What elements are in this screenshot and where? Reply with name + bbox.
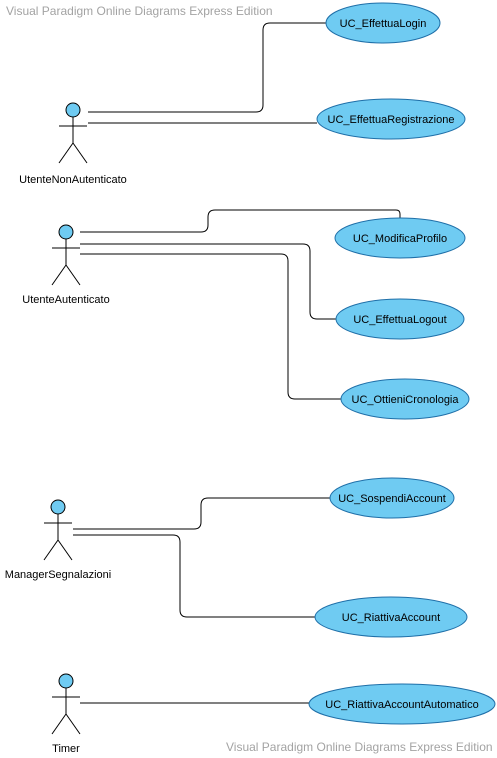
actor-label: ManagerSegnalazioni [5,569,111,581]
use-case-uc-sospendi-account[interactable]: UC_SospendiAccount [329,477,455,519]
use-case-label: UC_SospendiAccount [338,493,446,505]
association-manager-segnalazioni-to-uc-sospendi-account [73,497,330,530]
actor-left-leg-line [58,142,74,164]
use-case-uc-effettua-login[interactable]: UC_EffettuaLogin [325,2,441,44]
actor-right-leg-line [65,713,81,735]
actor-right-leg-line [57,539,73,561]
use-case-ellipse[interactable] [334,217,466,259]
use-case-uc-effettua-registrazione[interactable]: UC_EffettuaRegistrazione [316,98,466,140]
association-utente-autenticato-to-uc-modifica-profilo [80,209,401,233]
actors-group: UtenteNonAutenticatoUtenteAutenticatoMan… [5,102,127,755]
association-utente-non-autenticato-to-uc-effettua-login [88,22,327,113]
use-case-label: UC_EffettuaLogin [340,18,427,30]
actor-left-leg-line [51,264,67,286]
actor-right-leg-line [72,142,88,164]
actor-label: Timer [52,743,80,755]
use-case-ellipse[interactable] [340,378,470,420]
association-utente-autenticato-to-uc-ottieni-cronologia [80,253,341,400]
use-case-uc-riattiva-account[interactable]: UC_RiattivaAccount [314,596,468,638]
actor-head-icon [65,102,81,118]
use-case-label: UC_RiattivaAccountAutomatico [325,699,478,711]
watermark-bottom: Visual Paradigm Online Diagrams Express … [226,740,493,754]
use-case-uc-riattiva-account-automatico[interactable]: UC_RiattivaAccountAutomatico [308,683,496,725]
association-lines [73,22,401,704]
use-case-label: UC_OttieniCronologia [352,394,460,406]
actor-left-leg-line [43,539,59,561]
use-case-label: UC_EffettuaLogout [353,314,446,326]
use-case-label: UC_RiattivaAccount [342,612,440,624]
use-case-ellipse[interactable] [335,298,465,340]
association-utente-autenticato-to-uc-effettua-logout [80,243,336,320]
use-cases-group: UC_EffettuaLoginUC_EffettuaRegistrazione… [308,2,496,725]
use-case-label: UC_ModificaProfilo [353,233,447,245]
actor-right-leg-line [65,264,81,286]
actor-label: UtenteAutenticato [22,294,109,306]
use-case-uc-ottieni-cronologia[interactable]: UC_OttieniCronologia [340,378,470,420]
use-case-ellipse[interactable] [329,477,455,519]
actor-label: UtenteNonAutenticato [19,174,127,186]
use-case-ellipse[interactable] [308,683,496,725]
watermark-top: Visual Paradigm Online Diagrams Express … [6,4,273,18]
actor-utente-non-autenticato[interactable]: UtenteNonAutenticato [19,102,127,186]
use-case-ellipse[interactable] [325,2,441,44]
actor-utente-autenticato[interactable]: UtenteAutenticato [22,224,110,306]
actor-left-leg-line [51,713,67,735]
use-case-ellipse[interactable] [314,596,468,638]
actor-manager-segnalazioni[interactable]: ManagerSegnalazioni [5,499,111,581]
use-case-uc-effettua-logout[interactable]: UC_EffettuaLogout [335,298,465,340]
actor-head-icon [58,224,74,240]
use-case-label: UC_EffettuaRegistrazione [328,114,455,126]
use-case-ellipse[interactable] [316,98,466,140]
actor-head-icon [58,673,74,689]
actor-timer[interactable]: Timer [51,673,81,755]
actor-head-icon [50,499,66,515]
use-case-uc-modifica-profilo[interactable]: UC_ModificaProfilo [334,217,466,259]
association-manager-segnalazioni-to-uc-riattiva-account [73,534,315,618]
